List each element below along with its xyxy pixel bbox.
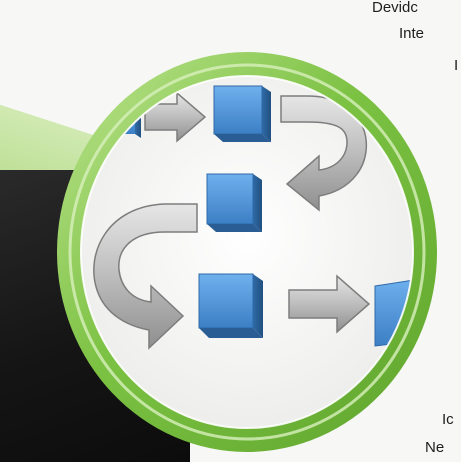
side-text-line-5: Ne: [425, 439, 445, 456]
right-arrow-icon: [288, 274, 371, 334]
side-text-line-3: I: [454, 57, 459, 74]
right-arrow-icon: [144, 91, 207, 143]
side-text-line-2: Inte: [399, 25, 425, 42]
blue-block-middle: [206, 173, 262, 232]
blue-block-bottom-right: [374, 277, 413, 347]
process-flow-icon: [57, 52, 437, 452]
side-text-line-1: Devidc: [372, 0, 418, 16]
curved-arrow-icon: [93, 203, 198, 350]
blue-block-top: [213, 85, 271, 142]
side-text-line-4: Ic: [442, 411, 454, 428]
blue-block-bottom: [198, 273, 263, 338]
white-disc: [81, 76, 413, 428]
